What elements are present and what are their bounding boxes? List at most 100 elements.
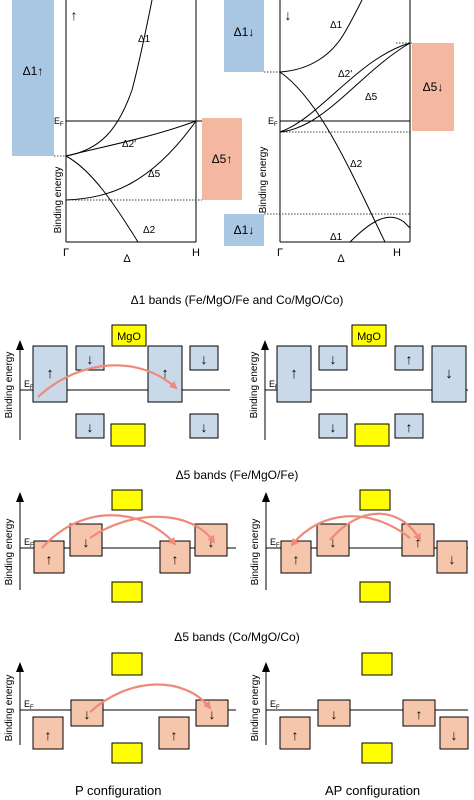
curve-d2prime bbox=[65, 120, 197, 157]
side-label-d1-down-top: Δ1↓ bbox=[234, 25, 255, 39]
d1-schematic-ap: Binding energy EF ↑ ↓ ↓ MgO ↑ ↑ ↓ bbox=[249, 324, 468, 447]
spin-arrow-down: ↓ bbox=[330, 351, 337, 367]
d5-co-schematic-p: Binding energy EF ↑ ↓ ↑ ↓ bbox=[4, 652, 236, 764]
band-box-left-up bbox=[33, 540, 65, 574]
mgo-barrier-top bbox=[359, 489, 391, 511]
d5-fe-schematic-p: Binding energy EF ↑ ↓ ↑ ↓ bbox=[4, 489, 236, 603]
d5-co-schematic-ap: Binding energy EF ↑ ↓ ↑ ↓ bbox=[250, 652, 469, 764]
spin-arrow-up: ↑ bbox=[406, 351, 413, 367]
ef-label: EF bbox=[24, 699, 34, 711]
ef-label: EF bbox=[270, 699, 280, 711]
spin-arrow-down: ↓ bbox=[84, 706, 91, 722]
top-left-band-plot: Δ1↑ Δ5↑ ↑ Δ1 Δ2' Δ5 Δ2 EF Binding energy… bbox=[12, 0, 242, 265]
top-right-band-plot: Δ1↓ Δ1↓ Δ5↓ ↓ Δ1 Δ2' Δ5 Δ2 Δ1 EF Binding… bbox=[224, 0, 454, 265]
side-bar-d1-up bbox=[12, 0, 54, 156]
x-tick-delta: Δ bbox=[123, 253, 131, 265]
band-box-right-down-bottom bbox=[189, 413, 219, 439]
mgo-barrier-top bbox=[111, 652, 143, 676]
side-bar-d1-down-top bbox=[224, 0, 264, 72]
x-tick-gamma: Γ bbox=[63, 247, 69, 259]
mgo-label: MgO bbox=[117, 331, 141, 343]
band-box-left-up bbox=[32, 716, 64, 750]
section-title-d5-co: Δ5 bands (Co/MgO/Co) bbox=[174, 630, 300, 644]
spin-arrow-up: ↑ bbox=[71, 7, 78, 23]
spin-arrow-up: ↑ bbox=[46, 365, 54, 382]
section-title-d5-fe: Δ5 bands (Fe/MgO/Fe) bbox=[175, 468, 299, 482]
mgo-barrier-bottom bbox=[111, 581, 143, 603]
curve-d5 bbox=[65, 120, 197, 201]
curve-label-d1-top: Δ1 bbox=[330, 20, 343, 31]
spin-arrow-up: ↑ bbox=[45, 727, 52, 743]
spin-arrow-down: ↓ bbox=[201, 351, 208, 367]
x-tick-gamma: Γ bbox=[277, 247, 283, 259]
y-axis-label: Binding energy bbox=[250, 519, 261, 586]
spin-arrow-down: ↓ bbox=[87, 419, 94, 435]
spin-arrow-up: ↑ bbox=[161, 365, 169, 382]
curve-label-d1-bottom: Δ1 bbox=[330, 232, 343, 243]
band-box-right-up-top bbox=[394, 345, 424, 371]
ef-label: EF bbox=[268, 116, 278, 128]
band-box-left-up bbox=[32, 345, 68, 403]
band-box-left-down bbox=[69, 523, 103, 557]
spin-arrow-down: ↓ bbox=[445, 365, 453, 382]
spin-arrow-down: ↓ bbox=[451, 727, 458, 743]
band-box-right-down bbox=[439, 716, 469, 750]
spin-arrow-down: ↓ bbox=[331, 706, 338, 722]
y-axis-label: Binding energy bbox=[249, 352, 260, 419]
curve-label-d2prime: Δ2' bbox=[338, 69, 352, 80]
side-label-d5-up: Δ5↑ bbox=[212, 152, 233, 166]
curve-label-d5: Δ5 bbox=[365, 92, 378, 103]
mgo-label-box bbox=[111, 324, 147, 347]
band-box-left-down bbox=[317, 699, 351, 727]
band-box-left-up bbox=[276, 345, 312, 403]
mgo-barrier-bottom bbox=[359, 581, 391, 603]
d5-fe-schematic-ap: Binding energy EF ↑ ↓ ↑ ↓ bbox=[250, 489, 468, 603]
curve-label-d2prime: Δ2' bbox=[122, 139, 136, 150]
tunneling-arrow-up bbox=[41, 514, 177, 549]
y-axis-label: Binding energy bbox=[258, 147, 269, 214]
tunneling-arrow bbox=[89, 683, 212, 713]
band-box-right-up bbox=[159, 540, 191, 574]
x-tick-delta: Δ bbox=[337, 253, 345, 265]
spin-arrow-up: ↑ bbox=[290, 365, 298, 382]
side-bar-d1-down-bottom bbox=[224, 214, 264, 246]
ef-label: EF bbox=[270, 537, 280, 549]
curve-d2 bbox=[65, 155, 139, 243]
band-box-right-up-bottom bbox=[394, 413, 424, 439]
ef-label: EF bbox=[24, 379, 34, 391]
spin-arrow-up: ↑ bbox=[172, 551, 179, 567]
band-box-left-down-bottom bbox=[75, 413, 105, 439]
y-axis-arrowhead bbox=[261, 340, 269, 350]
tunneling-arrow-up bbox=[329, 512, 421, 542]
mgo-barrier-top bbox=[361, 652, 393, 676]
band-box-right-down bbox=[436, 540, 468, 574]
side-label-d5-down: Δ5↓ bbox=[423, 80, 444, 94]
tunneling-arrow-down bbox=[290, 515, 411, 547]
spin-arrow-up: ↑ bbox=[46, 551, 53, 567]
band-box-right-down bbox=[431, 345, 467, 403]
y-axis-label: Binding energy bbox=[53, 167, 64, 234]
x-tick-h: H bbox=[393, 247, 401, 259]
mgo-barrier-box bbox=[110, 423, 146, 447]
curve-d1 bbox=[65, 0, 153, 157]
mgo-barrier-top bbox=[111, 489, 143, 511]
spin-arrow-down: ↓ bbox=[201, 419, 208, 435]
y-axis-label: Binding energy bbox=[4, 675, 15, 742]
x-tick-h: H bbox=[192, 247, 200, 259]
y-axis-arrowhead bbox=[262, 492, 270, 502]
y-axis-arrowhead bbox=[262, 662, 270, 672]
spin-arrow-down: ↓ bbox=[330, 419, 337, 435]
spin-arrow-down: ↓ bbox=[209, 706, 216, 722]
curve-d5 bbox=[279, 42, 411, 133]
curve-label-d2: Δ2 bbox=[143, 225, 156, 236]
curve-label-d2: Δ2 bbox=[350, 159, 363, 170]
section-title-d1: Δ1 bands (Fe/MgO/Fe and Co/MgO/Co) bbox=[130, 293, 344, 307]
band-box-left-down-bottom bbox=[318, 413, 348, 439]
mgo-barrier-bottom bbox=[111, 742, 143, 764]
tunneling-arrow-down bbox=[89, 515, 216, 544]
band-box-right-up bbox=[158, 716, 190, 750]
d1-schematic-p: Binding energy EF ↑ ↓ ↓ MgO ↑ ↓ ↓ bbox=[4, 324, 230, 447]
curve-label-d5: Δ5 bbox=[148, 169, 161, 180]
side-bar-d5-down bbox=[412, 43, 454, 131]
